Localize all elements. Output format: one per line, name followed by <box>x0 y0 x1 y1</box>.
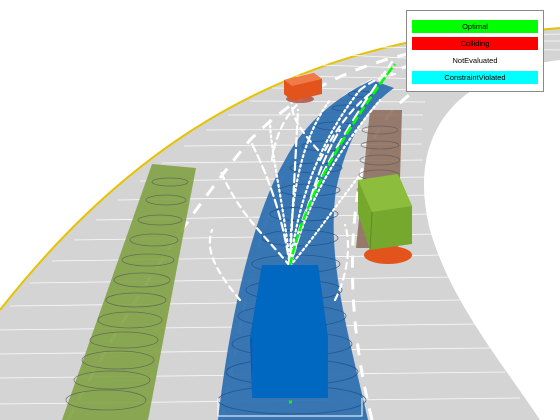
lead-vehicle <box>284 73 322 103</box>
optimal-trajectory <box>288 63 397 267</box>
legend-item-not-evaluated: NotEvaluated <box>412 54 538 67</box>
legend-label-optimal: Optimal <box>462 22 488 31</box>
candidate-trajectories <box>208 60 397 302</box>
side-vehicle-right <box>358 174 412 264</box>
left-tube-rings <box>65 177 189 411</box>
road-edge-line <box>0 27 560 311</box>
legend-item-colliding: Colliding <box>412 37 538 50</box>
ego-bounding-frame <box>217 398 363 417</box>
left-lane-vehicle-prediction-tube <box>62 164 196 420</box>
ego-vehicle <box>250 265 328 398</box>
trajectory-status-legend: Optimal Colliding NotEvaluated Constrain… <box>406 10 544 92</box>
legend-label-constraint-violated: ConstraintViolated <box>444 73 506 82</box>
legend-item-optimal: Optimal <box>412 20 538 33</box>
legend-item-constraint-violated: ConstraintViolated <box>412 71 538 84</box>
legend-label-not-evaluated: NotEvaluated <box>452 56 498 65</box>
legend-label-colliding: Colliding <box>460 39 490 48</box>
